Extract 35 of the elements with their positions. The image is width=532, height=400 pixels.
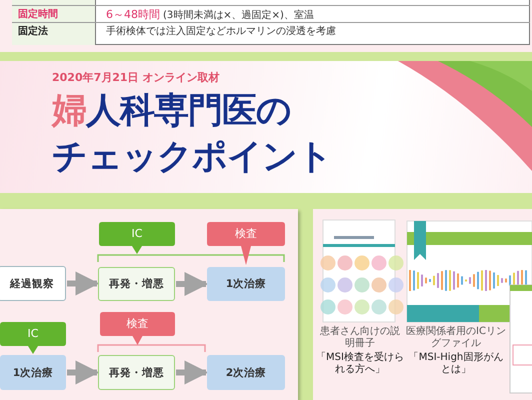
process-box [0,355,66,390]
caption-title: 「MSI検査を受けられる方へ」 [316,352,404,376]
box-label: 再発・増悪 [109,366,164,380]
callout-bubble [100,312,175,345]
box-label: 1次治療 [12,366,54,380]
box-label: 経過観察 [10,276,54,290]
table-cell-text: 手術検体では注入固定などホルマリンの浸透を考慮 [105,24,337,39]
table-cell-text: 固定時間 [17,7,59,22]
table-cell-text: (3時間未満は×、過固定×)、室温 [163,10,314,21]
box-label: 1次治療 [226,277,266,291]
caption-text: 患者さん向けの説明冊子 [319,326,401,350]
table-cell-text: 固定法 [17,24,49,39]
arrow [67,360,100,384]
title: 婦人科専門医のチェックポイント [52,90,332,179]
process-box [207,355,285,390]
process-box [207,267,285,301]
caption-text: 医療関係者用のICリングファイル [406,326,506,350]
date-subtitle: 2020年7月21日 オンライン取材 [52,70,220,85]
arrow [67,272,100,296]
callout-label: 検査 [235,226,257,242]
process-box [98,355,175,390]
callout-label: IC [28,326,38,342]
process-box [0,266,66,301]
callout-label: IC [132,226,142,242]
box-label: 再発・増悪 [109,277,164,291]
callout-bubble [0,322,66,354]
arrow [176,272,208,296]
process-box [98,267,175,301]
arrow [176,360,208,384]
box-label: 2次治療 [226,366,266,380]
callout-bubble [207,222,285,265]
caption-title: 「MSI-High固形がんとは」 [408,352,504,376]
table-cell-text: 6～48時間 [106,8,160,21]
callout-label: 検査 [126,316,148,332]
callout-bubble [99,222,175,254]
